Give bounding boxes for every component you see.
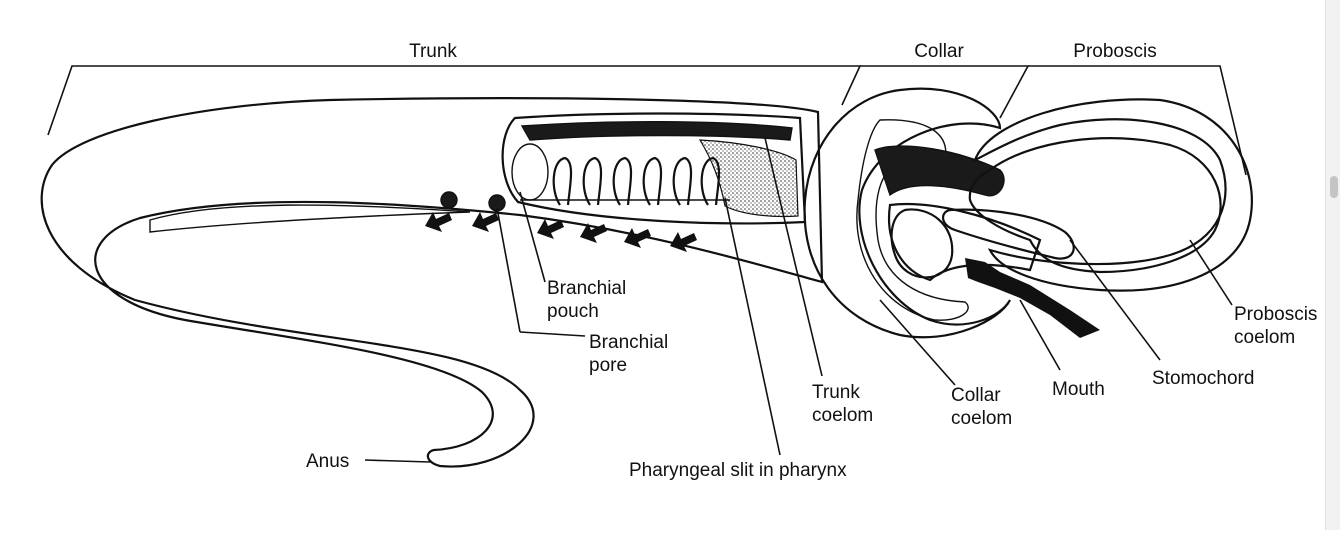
trunk-groove [149,204,471,233]
mouth-arrow [965,258,1100,338]
proboscis-coelom-fill [968,137,1222,274]
leader-branchial-pore-h [519,331,586,337]
gill-loops [552,156,721,206]
leader-lines [364,137,1233,463]
scrollbar-thumb[interactable] [1330,176,1338,198]
label-collar: Collar [914,41,964,62]
label-trunk-coelom: Trunk coelom [812,382,873,426]
proboscis-outline [972,98,1253,292]
leader-mouth [1019,299,1061,371]
collar-outline [803,87,1011,339]
pharynx-dark-band [520,121,793,141]
region-brackets [47,65,1247,176]
leader-collar-coelom [879,299,956,386]
leader-proboscis-coelom [1189,239,1233,306]
collar-dark-band [874,145,1005,197]
label-branchial-pouch: Branchial pouch [547,278,632,322]
proboscis-body [942,98,1253,292]
proboscis-bracket [1028,65,1247,176]
leader-trunk-coelom [764,137,823,377]
branchial-pore-1 [440,191,458,209]
leader-anus [364,459,431,463]
scrollbar[interactable] [1325,0,1340,530]
trunk-body [40,97,824,468]
pharynx-cutaway [501,112,807,225]
trunk-bracket [47,65,862,136]
label-collar-coelom: Collar coelom [951,385,1012,429]
pharynx-inner-wall [698,139,799,218]
leader-pharyngeal-slit [724,197,781,456]
label-mouth: Mouth [1052,379,1105,400]
leader-branchial-pouch [519,191,546,283]
water-flow-arrows [425,212,697,252]
label-proboscis-coelom: Proboscis coelom [1234,304,1323,348]
stomochord-loop [890,208,954,279]
leader-branchial-pore [496,207,521,333]
label-proboscis: Proboscis [1073,41,1156,62]
stomochord-shape [942,208,1075,260]
branchial-pouch-shape [511,143,549,201]
trunk-outline [40,97,824,468]
label-branchial-pore: Branchial pore [589,332,674,376]
label-pharyngeal-slit: Pharyngeal slit in pharynx [629,460,847,481]
label-stomochord: Stomochord [1152,368,1254,389]
leader-stomochord [1069,239,1161,361]
labels: Trunk Collar Proboscis Branchial pouch B… [306,41,1323,481]
label-trunk: Trunk [409,41,457,62]
label-anus: Anus [306,451,349,472]
